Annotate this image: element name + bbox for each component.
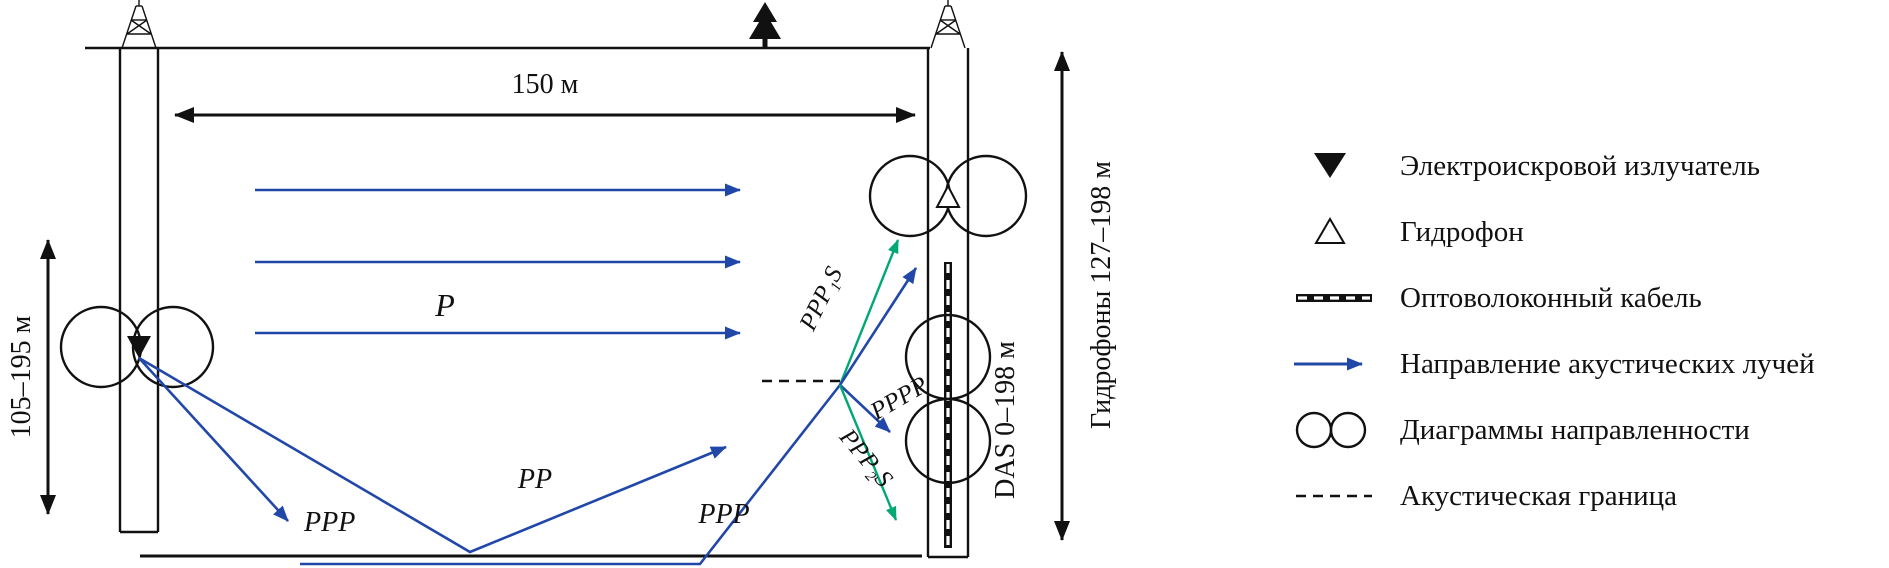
pppp-up-ray: [838, 267, 918, 386]
legend-item: Гидрофон: [1314, 216, 1524, 248]
pp-ray: [138, 356, 727, 554]
well-distance-label: 150 м: [512, 69, 579, 100]
hydrophone-triangle-icon: [1314, 217, 1346, 244]
legend-item: Диаграммы направленности: [1295, 411, 1750, 449]
hydrophone-icon: [935, 183, 961, 208]
tree-icon: [749, 2, 781, 48]
ppp2s-label: PPP₂S: [833, 423, 898, 493]
legend-item-label: Акустическая граница: [1400, 480, 1677, 512]
ppp-ray-a: [138, 357, 289, 522]
ppp-ray-a-label: PPP: [303, 507, 355, 538]
legend-item: Акустическая граница: [1296, 480, 1677, 512]
pp-ray-label: PP: [517, 464, 552, 495]
ppp1s-ray: [838, 239, 900, 386]
source-depth-label: 105–195 м: [6, 315, 37, 438]
legend-item-label: Направление акустических лучей: [1400, 348, 1815, 380]
radiation-pattern-icon: [1295, 411, 1367, 449]
pppp-down-ray: [839, 384, 891, 433]
ppp2s-ray: [838, 384, 898, 521]
spark-source-icon: [127, 336, 151, 358]
direct-p-rays: P: [255, 183, 741, 340]
legend-item-label: Гидрофон: [1400, 216, 1524, 248]
left-borehole: [118, 48, 160, 534]
legend-item-label: Электроискровой излучатель: [1400, 150, 1760, 182]
legend-item: Направление акустических лучей: [1294, 348, 1815, 380]
legend-item: Электроискровой излучатель: [1314, 150, 1760, 182]
reflected-rays: PPP PP PPP: [138, 356, 842, 566]
das-range-label: DAS 0–198 м: [990, 341, 1021, 499]
hydrophones-range-label: Гидрофоны 127–198 м: [1086, 161, 1117, 429]
pppp-label: PPPP: [865, 372, 932, 426]
p-ray-label: P: [434, 287, 455, 323]
legend-item: Оптоволоконный кабель: [1296, 282, 1702, 314]
ppp-ray-b-label: PPP: [697, 499, 749, 530]
source-triangle-icon: [1314, 153, 1346, 178]
legend-item-label: Диаграммы направленности: [1400, 414, 1750, 446]
left-derrick-icon: [121, 0, 157, 49]
ppp1s-label: PPP₁S: [794, 262, 848, 335]
legend: Электроискровой излучатель Гидрофон Опто…: [1294, 150, 1815, 512]
survey-diagram: 150 м 105–195 м P PPP PP PPP: [6, 0, 1117, 566]
right-derrick-icon: [930, 0, 966, 49]
das-radiation-pattern-icon: [904, 313, 992, 485]
legend-item-label: Оптоволоконный кабель: [1400, 282, 1702, 314]
right-borehole: [926, 48, 970, 559]
ppp-ray-b: [300, 384, 842, 566]
